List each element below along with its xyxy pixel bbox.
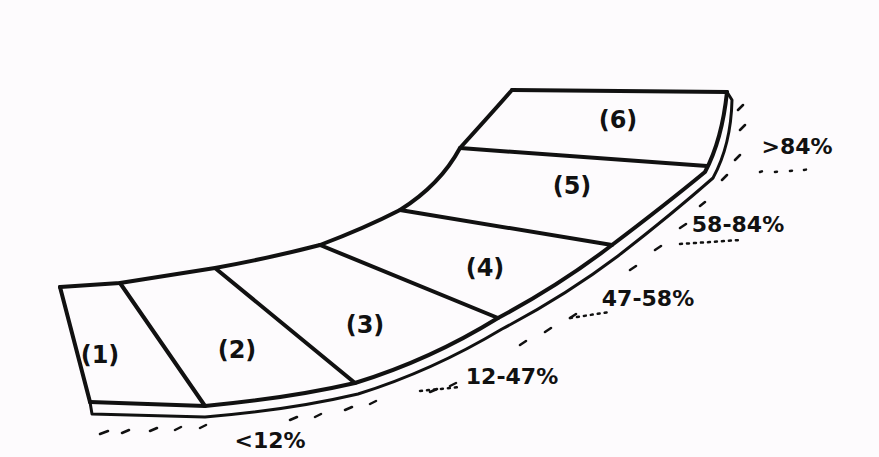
band-number: (6): [599, 106, 638, 134]
slope-band: (4): [462, 252, 509, 284]
slope-percent: <12%: [234, 428, 305, 453]
band-number: (1): [81, 341, 120, 369]
slope-band: (3): [342, 309, 389, 341]
slope-band: (2): [214, 334, 261, 366]
slope-percent: 47-58%: [602, 286, 694, 311]
slope-band: (6): [595, 104, 642, 136]
band-number: (5): [553, 172, 592, 200]
slope-percent: >84%: [761, 134, 832, 159]
slope-band: (1): [77, 339, 124, 371]
band-number: (3): [346, 311, 385, 339]
slope-percent: 58-84%: [692, 212, 784, 237]
slope-percent: 12-47%: [466, 364, 558, 389]
slope-band: (5): [549, 170, 596, 202]
band-number: (4): [466, 254, 505, 282]
band-number: (2): [218, 336, 257, 364]
